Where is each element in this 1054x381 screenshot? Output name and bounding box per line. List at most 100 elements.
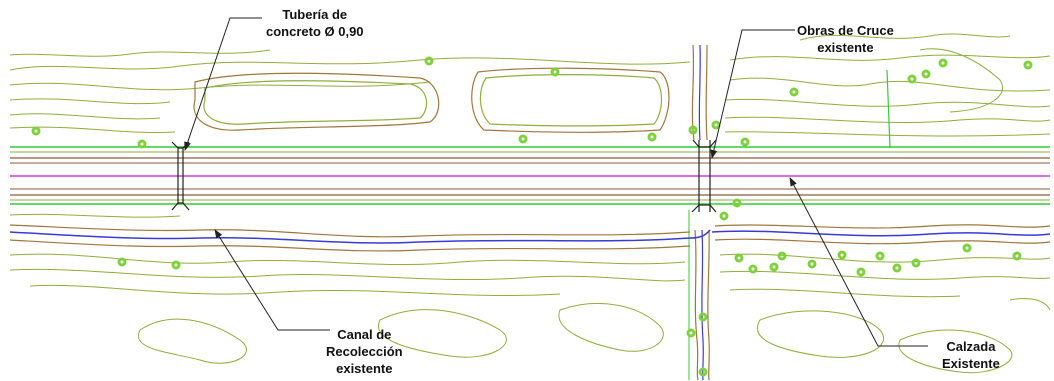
tree-icon [921,69,931,79]
label-obras-line2: existente [817,40,874,55]
ditch-line [701,229,704,381]
tree-icon [875,251,885,261]
label-canal-line1: Canal de [337,327,392,342]
tree-icon [734,253,744,263]
pipe-headwall [171,202,190,211]
tree-icon [911,258,921,268]
ditch-line [694,229,699,381]
contour-line [724,116,1051,123]
tree-icon [1012,251,1022,261]
tree-icon [424,56,434,66]
tree-icon [962,243,972,253]
contour-line [719,270,1051,280]
crossing-headwall [692,139,717,148]
canal-bottom [9,229,711,244]
label-calzada-line1: Calzada [946,339,996,354]
parcel-left-inner [203,80,428,125]
contour-line [757,310,884,358]
contour-line [137,318,247,364]
label-canal: Canal de Recolección existente [326,326,403,377]
tree-icon [688,125,698,135]
contour-line [729,54,1051,61]
tree-icon [550,67,560,77]
label-calzada-line2: Existente [942,356,1000,371]
tree-icon [892,263,902,273]
label-canal-line2: Recolección [326,344,403,359]
canal-bank [9,239,691,252]
contour-line [9,57,691,71]
tree-icon [807,259,817,269]
tree-icon [777,251,787,261]
tree-icon [732,198,742,208]
contour-line [558,303,664,352]
tree-icon [31,126,41,136]
ditch-line [705,44,708,141]
contour-line [9,113,161,120]
parcel-right-inner [479,74,663,127]
tree-icon [856,267,866,277]
label-tuberia-line1: Tubería de [282,7,348,22]
contour-line [799,33,1011,41]
label-tuberia: Tubería de concreto Ø 0,90 [266,6,364,40]
tree-icon [117,257,127,267]
contour-line [9,213,181,218]
ditch-line [707,229,710,381]
contour-line [729,288,961,298]
collection-canal [9,224,1051,252]
contour-line [724,98,1051,108]
contour-line [919,48,1003,113]
contour-line [29,284,561,297]
label-canal-line3: existente [336,361,393,376]
label-obras-line1: Obras de Cruce [797,23,894,38]
parcel-left [193,72,440,131]
tree-icon [789,87,799,97]
tree-icon [740,137,750,147]
tree-icon [711,120,721,130]
canal-bank [714,224,1051,229]
tree-icon [837,250,847,260]
canal-bank [9,224,691,238]
ditch-line [886,69,891,149]
label-calzada: Calzada Existente [942,338,1000,372]
crossing-headwall [691,204,717,213]
leaders [184,17,928,347]
tree-icon [171,260,181,270]
tree-icon [698,312,708,322]
ditch-line [698,44,701,141]
contour-line [377,309,507,358]
contour-line [9,126,176,133]
leader-tuberia [184,17,262,151]
tree-icon [719,211,729,221]
contour-line [9,253,686,266]
contour-line [9,49,271,57]
contour-line [1009,297,1051,311]
tree-icon [938,58,948,68]
pipe-culvert [171,141,190,211]
crossing-structure [691,139,717,213]
leader-obras [710,29,795,159]
contour-line [9,81,431,91]
trees [31,56,1033,377]
label-obras: Obras de Cruce existente [797,22,894,56]
tree-icon [698,367,708,377]
leader-calzada [789,177,928,347]
tree-icon [907,74,917,84]
tree-icon [1023,60,1033,70]
ditch-line [691,44,695,141]
tree-icon [748,264,758,274]
canal-bottom [711,230,1051,237]
tree-icon [769,262,779,272]
parcel-right [471,67,670,133]
contour-line [9,268,686,282]
contour-line [9,98,171,105]
contour-line [898,329,1013,374]
tree-icon [686,328,696,338]
contour-line [719,253,1051,263]
contour-line [729,77,1051,92]
vertical-ditch [688,44,891,381]
tree-icon [647,132,657,142]
highway [10,146,1050,205]
tree-icon [518,134,528,144]
upper-contours [9,33,1051,137]
